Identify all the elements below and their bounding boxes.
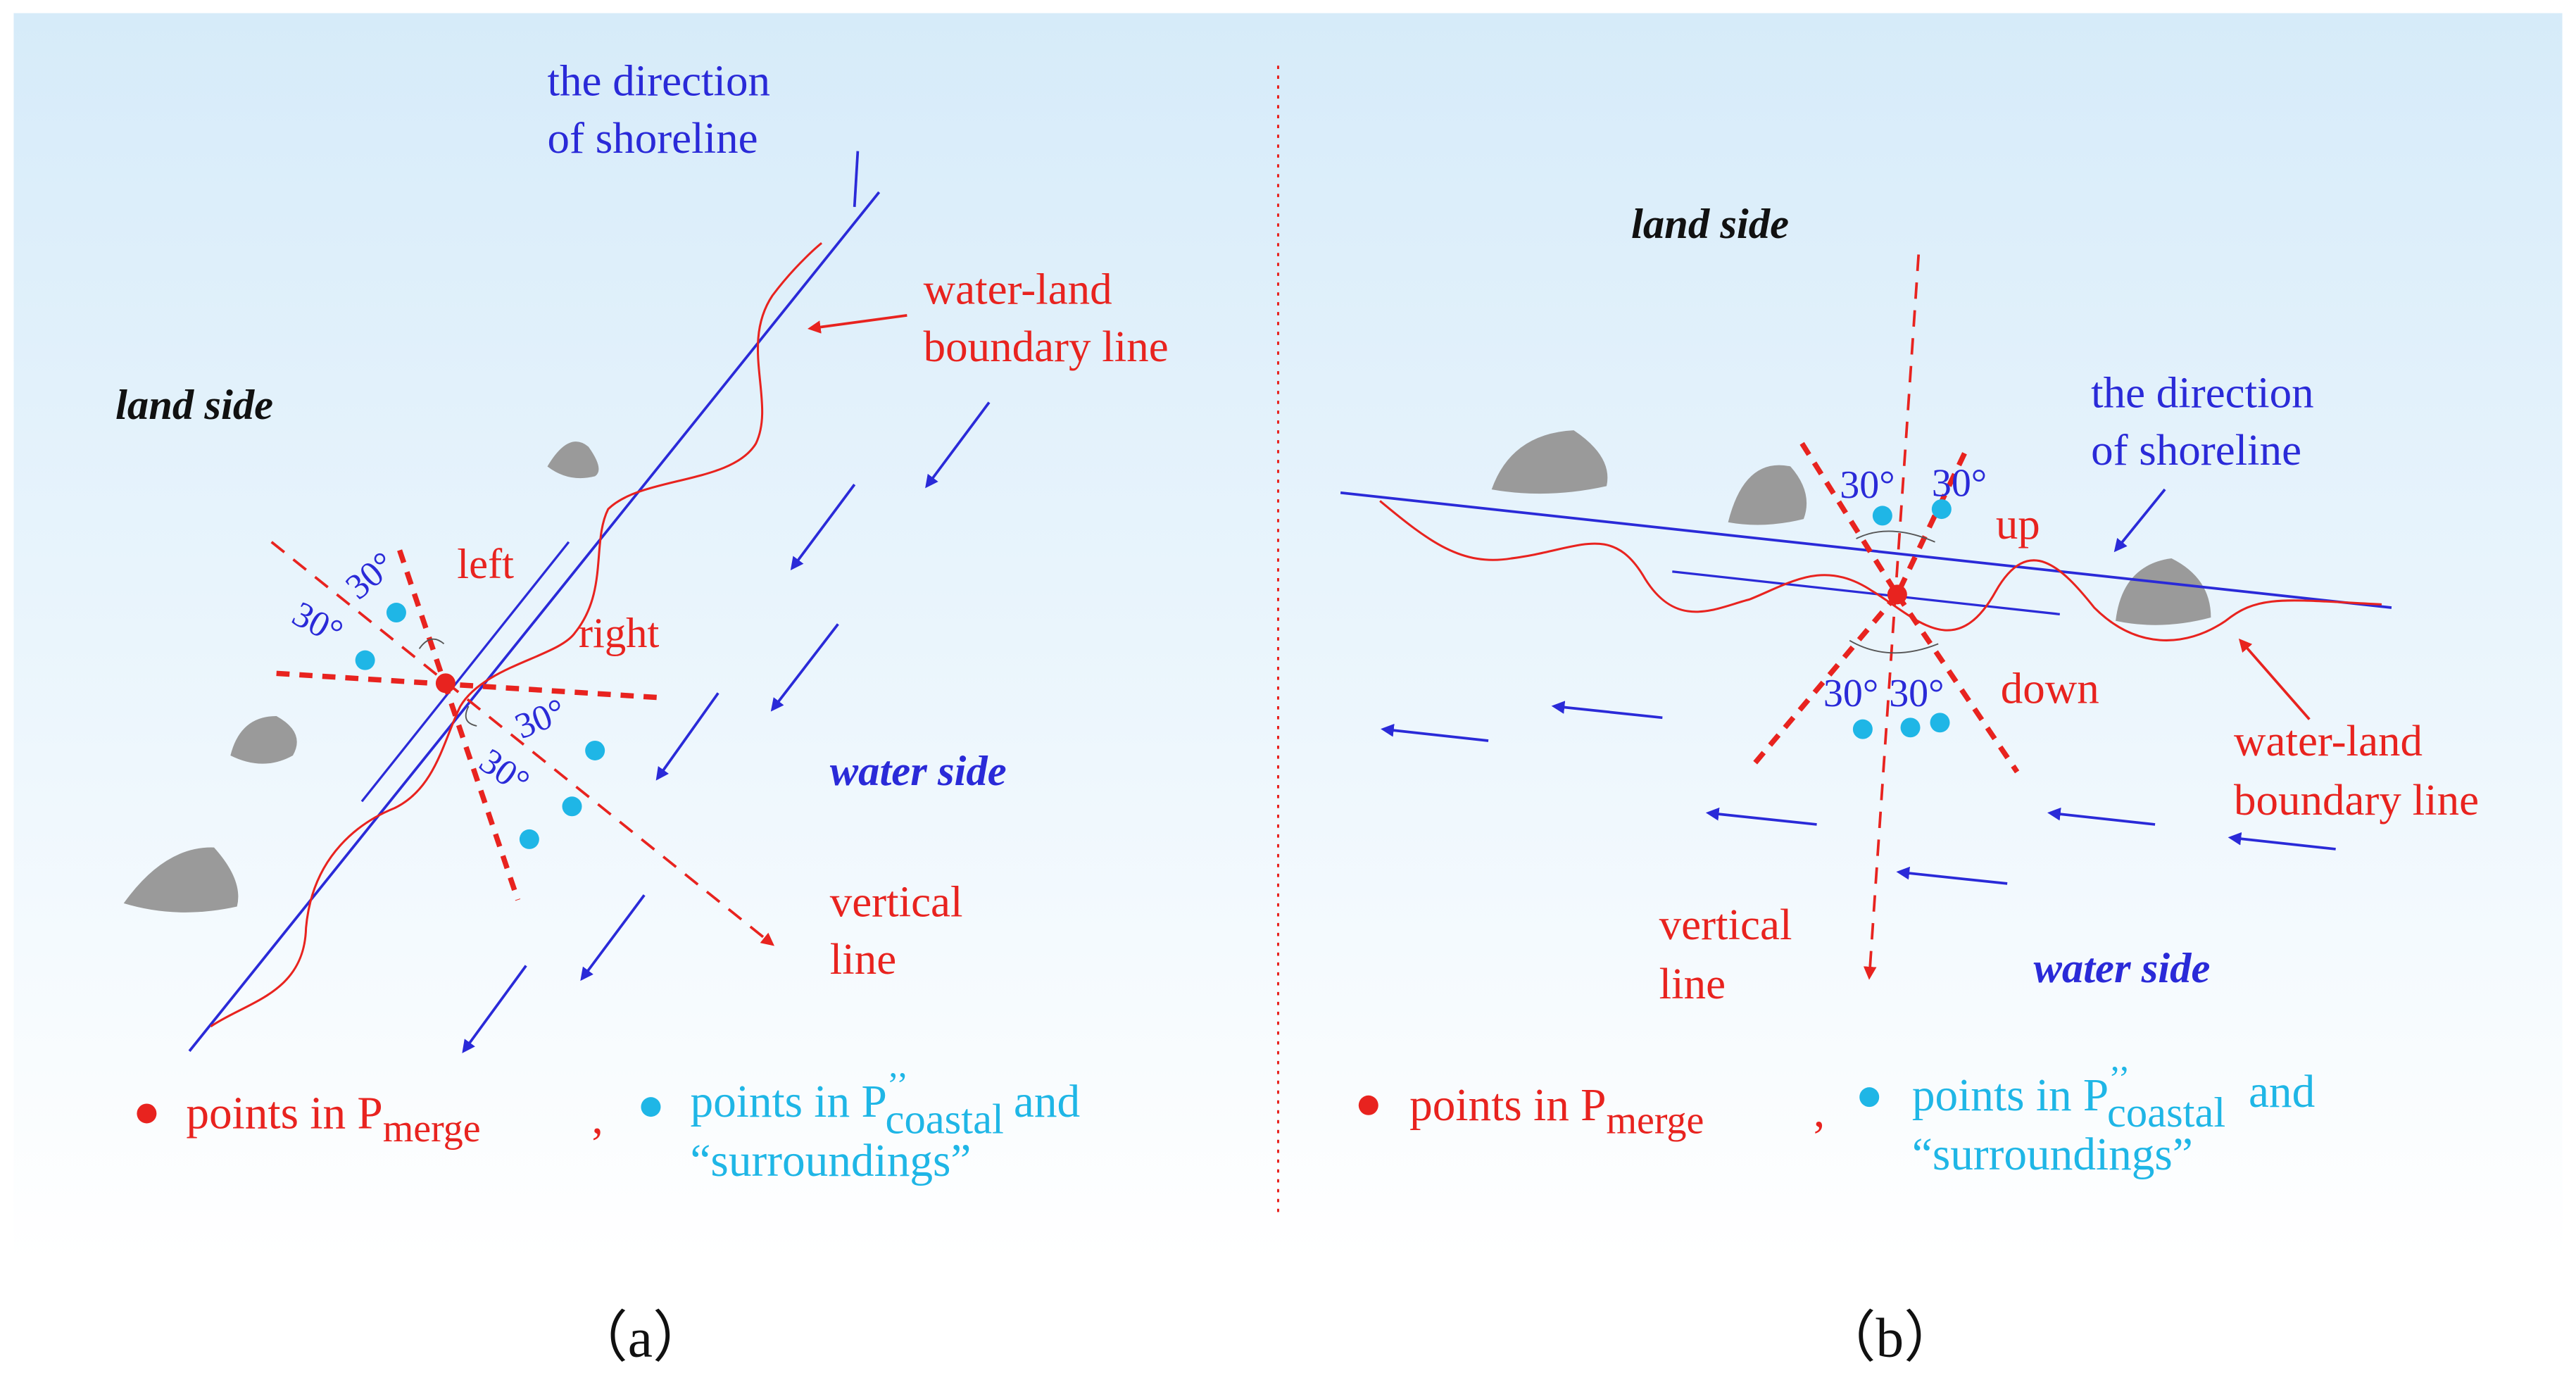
panel-a: the direction of shoreline water-land bo… xyxy=(115,56,1169,1369)
label-left: left xyxy=(457,541,514,588)
label-land-side: land side xyxy=(115,382,273,429)
label-boundary-1: water-land xyxy=(924,265,1112,314)
rock xyxy=(1728,465,1807,525)
panel-b: land side the direction of shoreline up … xyxy=(1340,201,2479,1369)
label-angle: 30° xyxy=(1823,672,1878,715)
label-up: up xyxy=(1996,499,2040,548)
angle-ray xyxy=(397,549,447,683)
flow-arrows xyxy=(462,151,991,1053)
parallel-line xyxy=(1672,570,2060,615)
rock xyxy=(230,715,297,764)
legend-separator: , xyxy=(1814,1086,1825,1137)
label-land-side: land side xyxy=(1631,201,1789,248)
coastal-point xyxy=(1900,717,1921,738)
background-panel xyxy=(13,13,2563,1262)
shoreline-pointer-arrow xyxy=(2113,488,2166,553)
coastal-point xyxy=(562,796,582,817)
legend-merge: points in Pmerge xyxy=(186,1088,480,1151)
label-down: down xyxy=(2001,663,2099,713)
shoreline-direction-line xyxy=(1340,491,2392,609)
label-angle: 30° xyxy=(1889,672,1944,715)
label-vertical-2: line xyxy=(830,934,896,984)
merge-point xyxy=(1887,584,1907,605)
vertical-dashed-line xyxy=(1863,254,1921,980)
legend-merge: points in Pmerge xyxy=(1409,1080,1704,1143)
label-right: right xyxy=(579,610,660,657)
label-vertical-1: vertical xyxy=(830,877,963,927)
legend-merge-dot xyxy=(137,1103,157,1124)
caption-a: （a） xyxy=(572,1308,709,1369)
coastal-point xyxy=(355,650,375,670)
coastal-point xyxy=(519,829,539,849)
label-vertical-2: line xyxy=(1659,959,1726,1008)
vertical-dashed-line xyxy=(270,541,774,946)
legend-surroundings: “surroundings” xyxy=(1912,1129,2193,1180)
label-vertical-1: vertical xyxy=(1659,900,1792,949)
boundary-pointer-arrow xyxy=(808,313,907,334)
label-boundary-2: boundary line xyxy=(924,322,1169,371)
label-direction-1: the direction xyxy=(548,56,770,105)
angle-ray xyxy=(441,680,521,901)
coastal-point xyxy=(1930,713,1950,733)
merge-point xyxy=(435,673,455,694)
coastal-point xyxy=(1852,719,1873,739)
angle-ray xyxy=(276,670,666,701)
rock xyxy=(2116,558,2211,625)
boundary-pointer-arrow xyxy=(2238,638,2311,720)
legend-surroundings: “surroundings” xyxy=(690,1136,971,1186)
angle-ray xyxy=(1752,592,1899,766)
rock xyxy=(1491,430,1608,494)
legend-merge-dot xyxy=(1358,1095,1378,1115)
angle-ray xyxy=(1895,452,1967,596)
label-boundary-1: water-land xyxy=(2234,716,2423,765)
label-angle: 30° xyxy=(1840,463,1895,507)
shoreline-direction-line xyxy=(188,191,881,1052)
water-land-boundary-line xyxy=(210,242,823,1028)
rock xyxy=(123,847,239,913)
water-land-boundary-line xyxy=(1379,500,2382,641)
coastal-point xyxy=(585,740,605,760)
angle-ray xyxy=(1799,441,1900,596)
legend-coastal-dot xyxy=(641,1097,661,1117)
angle-ray xyxy=(1895,593,2020,774)
label-direction-1: the direction xyxy=(2091,368,2313,417)
label-boundary-2: boundary line xyxy=(2234,775,2479,825)
rock xyxy=(547,441,599,479)
legend-coastal-dot xyxy=(1859,1087,1880,1108)
coastal-point xyxy=(386,603,406,623)
label-angle: 30° xyxy=(1932,461,1987,505)
label-direction-2: of shoreline xyxy=(2091,425,2301,475)
coastal-point xyxy=(1872,506,1892,526)
parallel-line xyxy=(360,541,570,803)
legend-separator: , xyxy=(592,1093,603,1143)
angle-arc xyxy=(1849,639,1939,654)
label-direction-2: of shoreline xyxy=(548,113,758,163)
flow-arrows xyxy=(1381,701,2336,885)
angle-arc xyxy=(418,638,445,649)
angle-arc xyxy=(465,706,477,727)
coastal-point xyxy=(1931,499,1952,520)
caption-b: （b） xyxy=(1820,1308,1959,1369)
label-water-side: water side xyxy=(830,748,1007,795)
label-water-side: water side xyxy=(2033,945,2210,992)
angle-arc xyxy=(1856,530,1935,543)
